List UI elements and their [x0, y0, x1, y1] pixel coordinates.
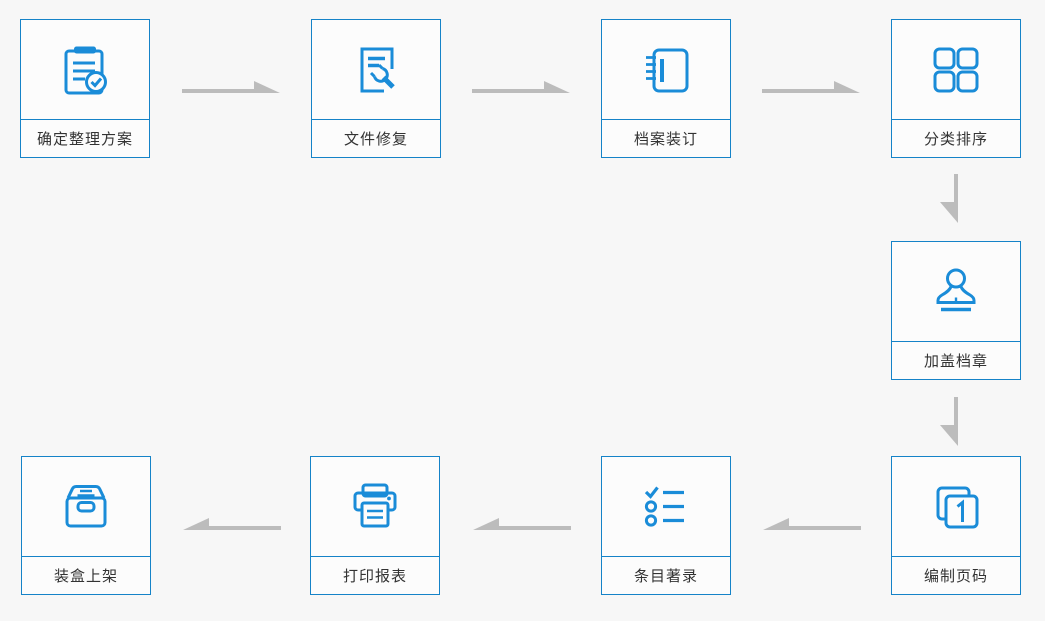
icon-cell — [21, 20, 149, 120]
flow-step-stamp-seal: 加盖档章 — [891, 241, 1021, 380]
icon-cell — [602, 20, 730, 120]
icon-cell — [312, 20, 440, 120]
flow-arrow-left-3 — [183, 518, 281, 530]
icon-cell — [22, 457, 150, 557]
icon-cell — [311, 457, 439, 557]
step-label: 条目著录 — [633, 568, 698, 585]
flow-step-classify-sort: 分类排序 — [891, 19, 1021, 158]
icon-cell — [892, 20, 1020, 120]
step-label: 文件修复 — [343, 131, 408, 148]
flow-step-print-report: 打印报表 — [310, 456, 440, 595]
flow-arrow-right-3 — [762, 81, 860, 93]
step-label: 确定整理方案 — [36, 131, 133, 148]
flow-arrow-right-2 — [472, 81, 570, 93]
clipboard-check-icon — [57, 42, 113, 98]
grid-squares-icon — [928, 42, 984, 98]
flow-step-box-shelving: 装盒上架 — [21, 456, 151, 595]
notebook-binding-icon — [638, 42, 694, 98]
flow-step-entry-cataloging: 条目著录 — [601, 456, 731, 595]
flow-step-file-repair: 文件修复 — [311, 19, 441, 158]
flow-step-archive-binding: 档案装订 — [601, 19, 731, 158]
icon-cell — [892, 242, 1020, 342]
icon-cell — [602, 457, 730, 557]
step-label: 档案装订 — [633, 131, 698, 148]
step-label: 分类排序 — [923, 131, 988, 148]
pages-number-one-icon — [928, 479, 984, 535]
printer-icon — [347, 479, 403, 535]
checklist-icon — [638, 479, 694, 535]
step-label: 加盖档章 — [923, 353, 988, 370]
document-wrench-icon — [348, 42, 404, 98]
flow-arrow-right-1 — [182, 81, 280, 93]
flow-step-confirm-plan: 确定整理方案 — [20, 19, 150, 158]
step-label: 编制页码 — [923, 568, 988, 585]
archive-box-icon — [58, 479, 114, 535]
flow-arrow-left-2 — [473, 518, 571, 530]
step-label: 装盒上架 — [53, 568, 118, 585]
flow-arrow-down-1 — [940, 174, 958, 223]
icon-cell — [892, 457, 1020, 557]
stamp-icon — [928, 264, 984, 320]
flow-step-page-numbering: 编制页码 — [891, 456, 1021, 595]
step-label: 打印报表 — [342, 568, 407, 585]
flow-arrow-left-1 — [763, 518, 861, 530]
flow-arrow-down-2 — [940, 397, 958, 446]
